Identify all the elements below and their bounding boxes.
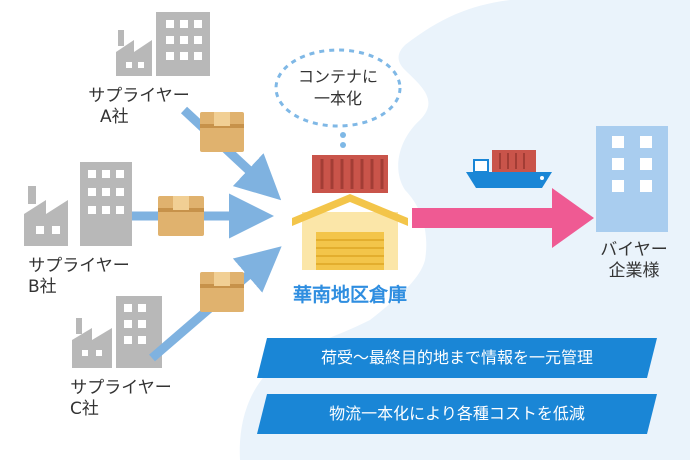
cargo-box-b-icon — [158, 196, 204, 236]
cargo-ship-icon — [466, 150, 552, 188]
warehouse-icon — [292, 194, 408, 270]
buyer-label: バイヤー 企業様 — [586, 240, 682, 282]
supplier-a-company: A社 — [100, 107, 129, 127]
supplier-b-label: サプライヤー B社 — [14, 256, 144, 298]
buyer-line-2: 企業様 — [608, 261, 660, 281]
warehouse-label: 華南地区倉庫 — [292, 284, 407, 306]
bubble-label: コンテナに 一本化 — [283, 66, 393, 110]
speech-bubble — [274, 48, 402, 128]
cargo-box-a-icon — [200, 112, 244, 152]
cargo-box-c-icon — [200, 272, 244, 312]
factory-a-icon — [116, 12, 210, 76]
bubble-line-2: 一本化 — [313, 89, 362, 108]
supplier-b-name: サプライヤー — [28, 256, 130, 276]
bubble-line-1: コンテナに — [297, 67, 378, 86]
factory-b-icon — [24, 162, 132, 246]
factory-c-icon — [72, 296, 162, 368]
benefit-text-2: 物流一本化により各種コストを低減 — [329, 404, 585, 423]
benefit-banner-1: 荷受～最終目的地まで情報を一元管理 — [257, 338, 657, 378]
speech-bubble-tail — [340, 132, 346, 148]
supplier-a-name: サプライヤー — [88, 86, 190, 106]
buyer-line-1: バイヤー — [600, 240, 668, 260]
benefit-banner-2: 物流一本化により各種コストを低減 — [257, 394, 657, 434]
supplier-c-label: サプライヤー C社 — [56, 378, 186, 420]
supplier-c-company: C社 — [70, 399, 99, 419]
container-icon — [312, 155, 388, 193]
benefit-text-1: 荷受～最終目的地まで情報を一元管理 — [320, 348, 593, 367]
supplier-c-name: サプライヤー — [70, 378, 172, 398]
supplier-a-label: サプライヤー A社 — [74, 86, 204, 128]
supplier-b-company: B社 — [28, 277, 57, 297]
main-shipping-arrow — [412, 188, 594, 248]
buyer-building-icon — [596, 126, 668, 232]
